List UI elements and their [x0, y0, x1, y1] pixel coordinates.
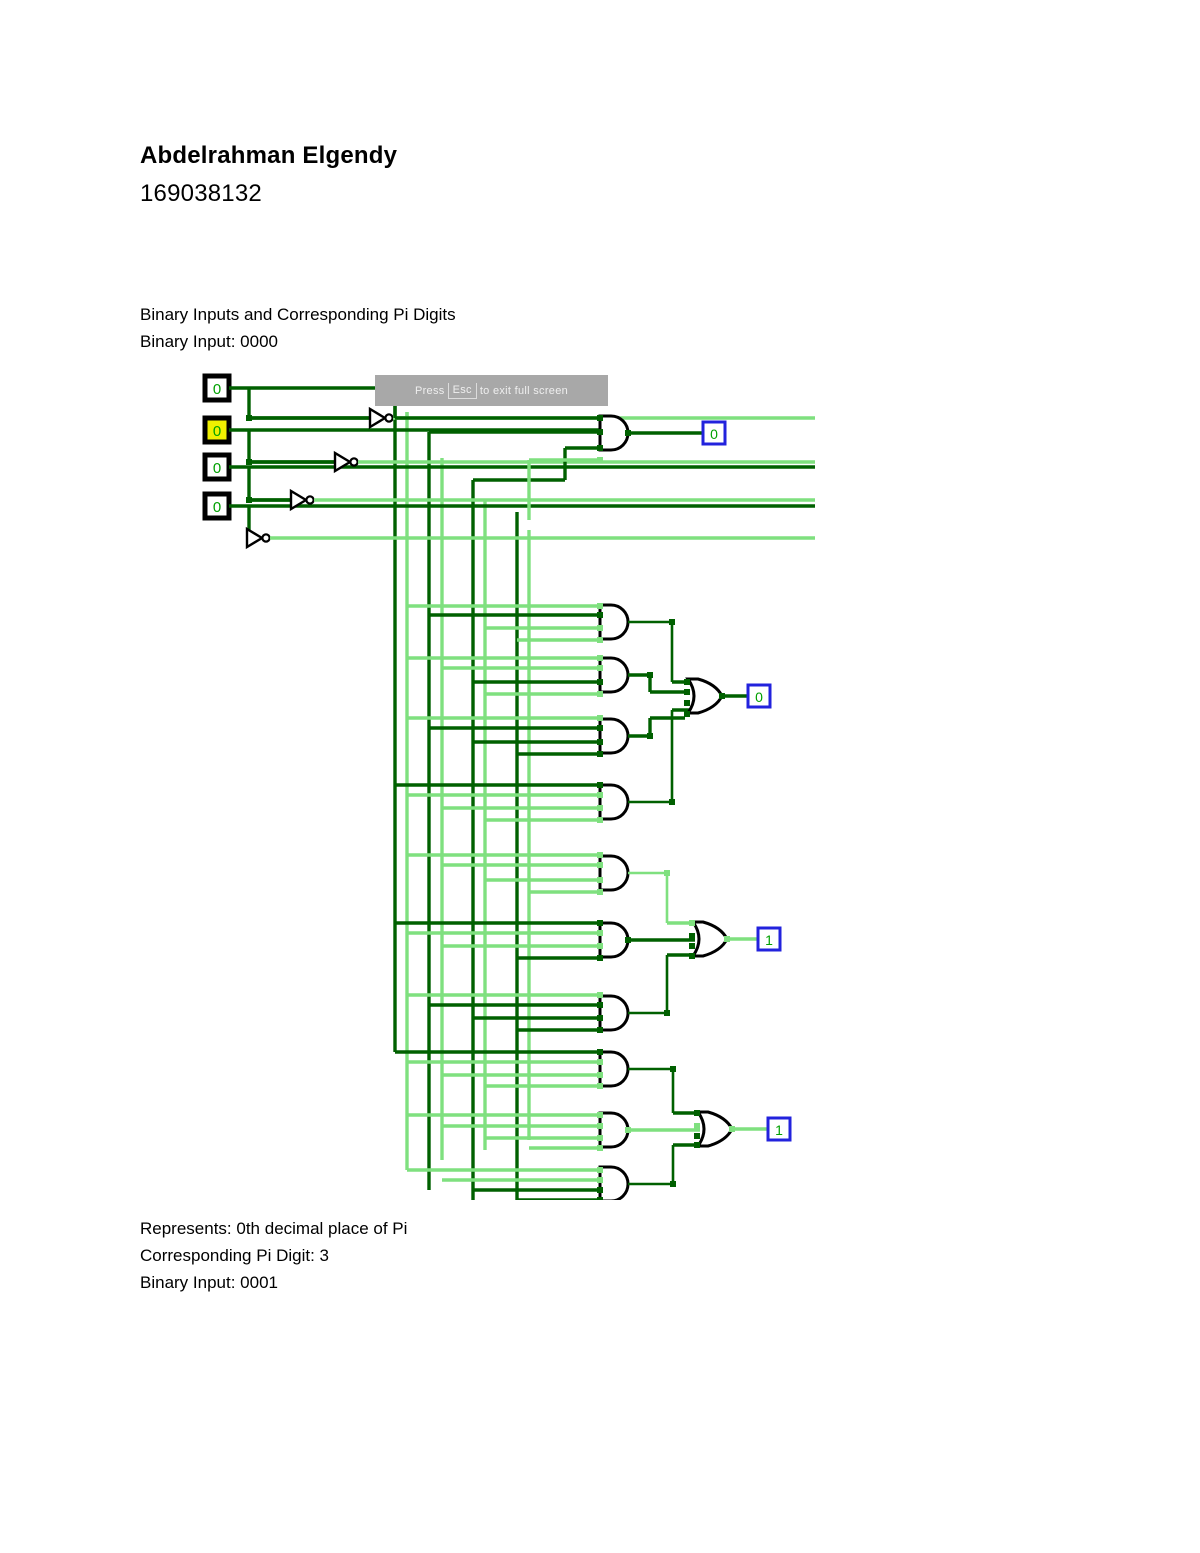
output-pin-2[interactable]: 1: [756, 926, 782, 952]
output-pin-0[interactable]: 0: [701, 420, 727, 446]
and-gate-g2-0[interactable]: [407, 603, 675, 682]
or-gate-g2[interactable]: [672, 677, 752, 717]
and-gate-g4-1[interactable]: [407, 1111, 700, 1151]
input-pin-1[interactable]: 0: [202, 415, 625, 465]
input-pin-0[interactable]: 0: [202, 373, 395, 421]
fullscreen-overlay-banner: [375, 375, 608, 406]
input-pin-3-value: 0: [213, 499, 221, 516]
circuit-canvas[interactable]: 0 0 0: [195, 370, 815, 1200]
output-pin-2-value: 1: [765, 932, 773, 948]
pi-digit-label: Corresponding Pi Digit: 3: [140, 1246, 329, 1265]
logic-circuit-diagram[interactable]: 0 0 0: [195, 370, 815, 1200]
and-gate-g2-1[interactable]: [407, 655, 685, 697]
represents-label: Represents: 0th decimal place of Pi: [140, 1219, 408, 1238]
input-pin-0-value: 0: [213, 381, 221, 398]
and-gate-g3-1[interactable]: [395, 920, 695, 961]
not-gate-2[interactable]: [249, 489, 815, 511]
next-binary-input-label: Binary Input: 0001: [140, 1273, 278, 1292]
output-pin-3[interactable]: 1: [766, 1116, 792, 1142]
not-gate-3[interactable]: [245, 527, 815, 549]
esc-key-badge: Esc: [447, 382, 477, 399]
overlay-prefix: Press: [414, 384, 445, 397]
and-gate-g2-2[interactable]: [407, 715, 685, 757]
and-gate-g2-3[interactable]: [395, 710, 675, 823]
author-name: Abdelrahman Elgendy: [140, 142, 398, 169]
or-gate-g4[interactable]: [673, 1110, 772, 1148]
binary-input-label: Binary Input: 0000: [140, 332, 278, 351]
and-gate-g3-0[interactable]: [407, 852, 670, 923]
input-pin-1-value: 0: [213, 423, 221, 440]
output-pin-1[interactable]: 0: [746, 683, 772, 709]
output-pin-1-value: 0: [755, 689, 763, 705]
output-pin-3-value: 1: [775, 1122, 783, 1138]
and-gate-g3-2[interactable]: [407, 955, 670, 1033]
input-pin-2-value: 0: [213, 460, 221, 477]
and-gate-g4-0[interactable]: [393, 1018, 676, 1113]
output-pin-0-value: 0: [710, 426, 718, 442]
and-gate-g4-2[interactable]: [407, 1145, 676, 1200]
fullscreen-overlay-text: Press Esc to exit full screen: [375, 375, 608, 406]
overlay-suffix: to exit full screen: [479, 384, 569, 397]
section-heading: Binary Inputs and Corresponding Pi Digit…: [140, 305, 456, 324]
or-gate-g3[interactable]: [667, 920, 762, 959]
author-id: 169038132: [140, 180, 262, 207]
not-gate-1[interactable]: [249, 451, 815, 473]
